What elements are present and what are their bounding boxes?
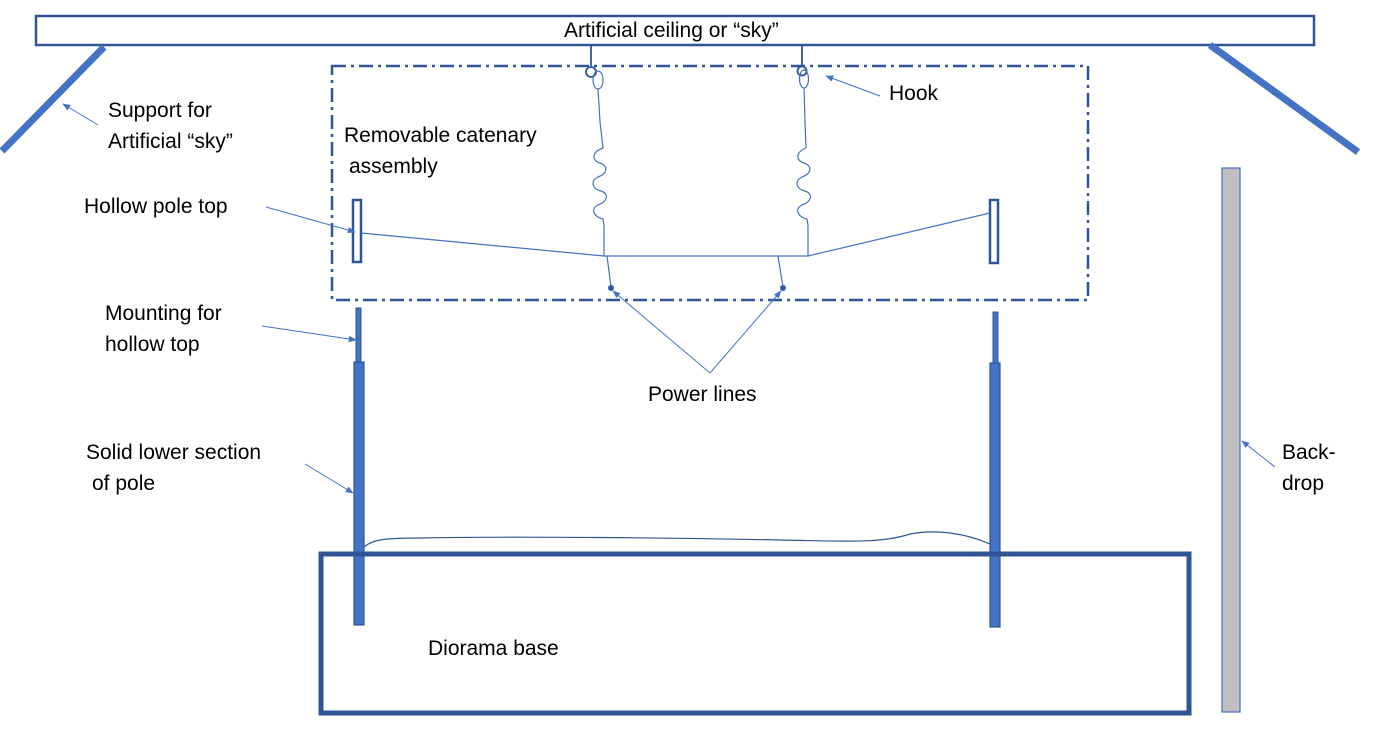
artificial-ceiling bbox=[34, 14, 1316, 47]
hook-label: Hook bbox=[889, 82, 939, 105]
mounting-left bbox=[355, 307, 362, 371]
mounting-label: Mounting for hollow top bbox=[105, 298, 222, 360]
arrow-power-right bbox=[709, 290, 782, 374]
backdrop-label-line2: drop bbox=[1282, 472, 1325, 495]
arrow-solid-lower bbox=[304, 463, 354, 494]
arrow-support bbox=[62, 103, 99, 126]
catenary-assembly-label: Removable catenary assembly bbox=[344, 120, 537, 182]
solid-lower-pole-right bbox=[989, 362, 1001, 628]
support-label: Support for Artificial “sky” bbox=[108, 95, 233, 157]
solid-lower-label: Solid lower section of pole bbox=[86, 437, 261, 499]
drop-wire-right bbox=[796, 87, 811, 256]
leader-arrows bbox=[62, 75, 1276, 494]
backdrop-label: Back- drop bbox=[1282, 437, 1336, 499]
mounting-label-line1: Mounting for bbox=[105, 302, 222, 325]
hollow-pole-top-right bbox=[988, 198, 1000, 265]
drop-wire-left bbox=[592, 88, 607, 256]
mounting-label-line2: hollow top bbox=[105, 333, 200, 356]
ceiling-label: Artificial ceiling or “sky” bbox=[564, 19, 779, 42]
arrow-hollow-top bbox=[265, 206, 356, 234]
power-line-droppers bbox=[606, 255, 787, 292]
diorama-base-label: Diorama base bbox=[428, 637, 559, 660]
messenger-wire bbox=[360, 212, 991, 257]
scenery-ground-line bbox=[363, 531, 991, 548]
catenary-label-line2: assembly bbox=[349, 155, 438, 178]
arrow-power-left bbox=[612, 290, 711, 374]
sky-support-left bbox=[0, 44, 107, 154]
catenary-label-line1: Removable catenary bbox=[344, 124, 537, 147]
arrow-mounting bbox=[261, 325, 357, 343]
sky-support-right bbox=[1207, 42, 1361, 155]
solid-lower-label-line2: of pole bbox=[92, 472, 156, 495]
catenary-assembly-box bbox=[330, 64, 1090, 302]
hollow-pole-top-label: Hollow pole top bbox=[84, 195, 228, 218]
arrow-backdrop bbox=[1241, 440, 1276, 468]
backdrop bbox=[1221, 167, 1241, 713]
hollow-pole-top-left bbox=[351, 198, 363, 264]
diorama-base bbox=[318, 551, 1192, 716]
arrow-hook bbox=[825, 75, 881, 97]
support-label-line1: Support for bbox=[108, 99, 212, 122]
solid-lower-label-line1: Solid lower section bbox=[86, 441, 262, 464]
backdrop-label-line1: Back- bbox=[1282, 441, 1336, 464]
support-label-line2: Artificial “sky” bbox=[108, 130, 233, 153]
power-lines-label: Power lines bbox=[648, 383, 757, 406]
hook-right bbox=[796, 45, 810, 89]
solid-lower-pole-left bbox=[353, 361, 365, 626]
